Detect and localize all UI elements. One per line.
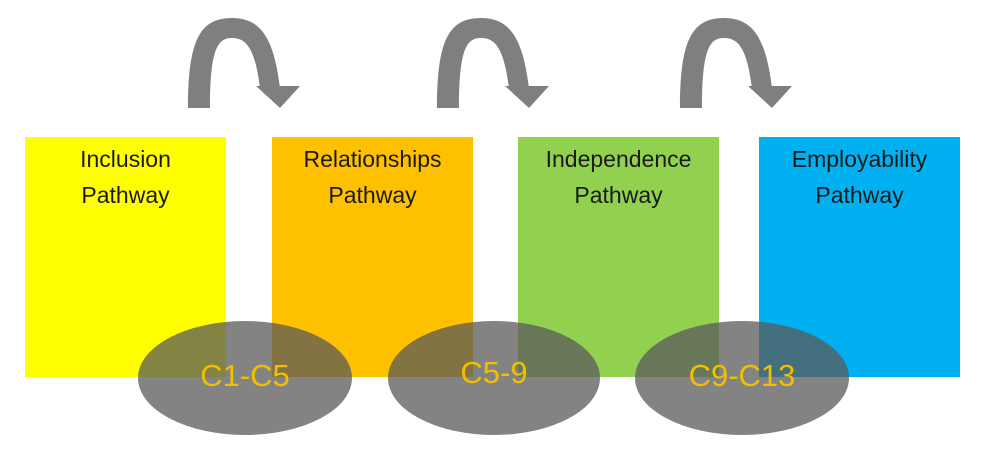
transition-oval-3 [635, 321, 849, 435]
curved-arrow-2 [437, 18, 549, 108]
transition-oval-1 [138, 321, 352, 435]
curved-arrow-3 [680, 18, 792, 108]
curved-arrow-1 [188, 18, 300, 108]
transition-oval-2 [388, 321, 600, 435]
